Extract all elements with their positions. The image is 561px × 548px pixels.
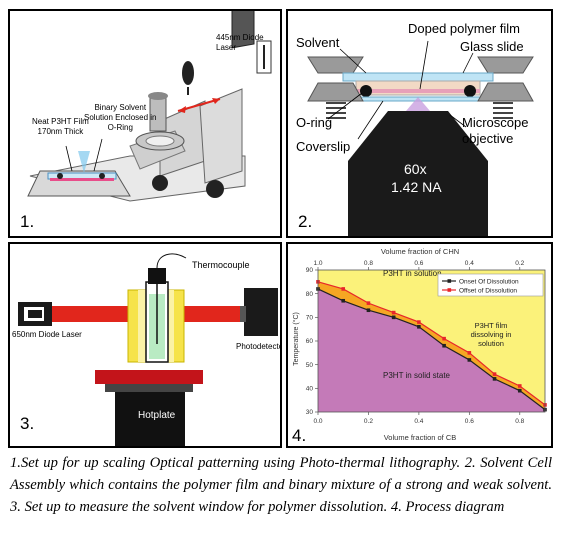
panel-2-drawing	[307, 40, 534, 236]
y-tick-label-1: 40	[306, 386, 314, 393]
x-tick-label-0: 0.0	[313, 418, 322, 425]
microscope-label: Microscope objective	[462, 115, 529, 146]
x-tick-label-3: 0.6	[465, 418, 474, 425]
series-point-0-5	[442, 343, 446, 348]
series-point-1-2	[366, 301, 371, 305]
region-dissolving	[318, 281, 545, 410]
series-point-1-1	[341, 287, 346, 291]
series-point-0-1	[341, 298, 346, 303]
legend-marker-1	[447, 288, 452, 292]
solvent-solution-label: Binary Solvent Solution Enclosed in O-Ri…	[84, 103, 157, 132]
x-tick-label-1: 0.2	[364, 418, 373, 425]
y-tick-label-2: 50	[306, 362, 314, 369]
series-point-1-7	[492, 372, 497, 376]
panel-2-solvent-cell: Solvent Doped polymer film Glass slide O…	[286, 9, 553, 238]
y-axis-label: Temperature (°C)	[292, 312, 300, 366]
region-solution-label: P3HT in solution	[383, 269, 442, 278]
x2-tick-label-3: 0.4	[465, 260, 474, 267]
series-line-1	[317, 281, 546, 406]
panel-1-number: 1.	[20, 212, 35, 231]
series-point-0-4	[417, 325, 421, 329]
hotplate-label: Hotplate	[138, 410, 176, 421]
photodetector-label: Photodetector	[236, 342, 282, 351]
glass-slide-label: Glass slide	[460, 39, 524, 54]
series-point-1-3	[391, 310, 396, 315]
series-point-0-3	[391, 315, 396, 320]
panel-1-optical-setup: 445nm Diode Laser Neat P3HT Film 170nm T…	[8, 9, 282, 238]
diode-laser-label: 650nm Diode Laser	[12, 330, 82, 339]
figure-caption: 1.Set up for up scaling Optical patterni…	[10, 455, 552, 515]
x-tick-label-2: 0.4	[414, 418, 423, 425]
legend-box	[437, 273, 544, 297]
y-tick-label-6: 90	[306, 267, 314, 274]
y-tick-label-0: 30	[306, 409, 314, 416]
panel-2-number: 2.	[298, 212, 313, 231]
x2-tick-label-1: 0.8	[364, 260, 373, 267]
x2-tick-label-0: 1.0	[313, 260, 322, 267]
y-tick-label-4: 70	[306, 315, 314, 322]
solvent-label: Solvent	[296, 35, 340, 50]
laser-label: 445nm Diode Laser	[216, 33, 264, 52]
series-point-0-8	[517, 388, 522, 393]
dissolving-label-line-1: dissolving in	[471, 330, 512, 339]
series-point-1-4	[417, 320, 421, 324]
region-solid	[318, 288, 545, 412]
series-point-0-7	[492, 377, 497, 381]
film-label: Neat P3HT Film 170nm Thick	[32, 117, 89, 136]
coverslip-label: Coverslip	[296, 139, 351, 154]
x-tick-label-4: 0.8	[515, 418, 524, 425]
magnification-label: 60x	[404, 161, 427, 177]
legend-entry-1: Offset of Dissolution	[459, 287, 517, 294]
y-tick-label-5: 80	[306, 291, 314, 298]
series-point-0-2	[366, 308, 371, 313]
series-line-0	[317, 288, 546, 411]
numerical-aperture-label: 1.42 NA	[391, 179, 442, 195]
panel-3-number: 3.	[20, 414, 35, 433]
legend-marker-0	[447, 279, 452, 283]
x2-axis-label: Volume fraction of CHN	[381, 247, 459, 256]
panel-1-drawing	[27, 11, 272, 202]
dissolving-label-line-0: P3HT film	[475, 321, 508, 330]
x2-tick-label-4: 0.2	[515, 260, 524, 267]
series-point-1-6	[467, 351, 472, 355]
series-point-1-5	[442, 336, 446, 341]
series-point-0-6	[467, 358, 472, 362]
panel-4-number: 4.	[292, 426, 307, 445]
doped-film-label: Doped polymer film	[408, 21, 520, 36]
oring-label: O-ring	[296, 115, 333, 130]
thermocouple-label: Thermocouple	[192, 260, 250, 270]
panel-3-drawing	[18, 253, 278, 446]
legend-entry-0: Onset Of Dissolution	[459, 278, 519, 285]
region-solid-label: P3HT in solid state	[383, 371, 451, 380]
process-chart: 0.0 0.2 0.4 0.6 0.8 1.0 0.8 0.6 0.4 0.2 30 40 50 60 70…	[292, 247, 547, 442]
x-axis-label: Volume fraction of CB	[384, 433, 457, 442]
x2-tick-label-2: 0.6	[414, 260, 423, 267]
y-tick-label-3: 60	[306, 338, 314, 345]
panel-3-measurement-setup: Thermocouple 650nm Diode Laser Photodete…	[8, 242, 282, 448]
series-point-1-8	[517, 384, 522, 388]
panel-4-process-diagram: 0.0 0.2 0.4 0.6 0.8 1.0 0.8 0.6 0.4 0.2 30 40 50 60 70…	[286, 242, 553, 448]
dissolving-label-line-2: solution	[478, 339, 504, 348]
